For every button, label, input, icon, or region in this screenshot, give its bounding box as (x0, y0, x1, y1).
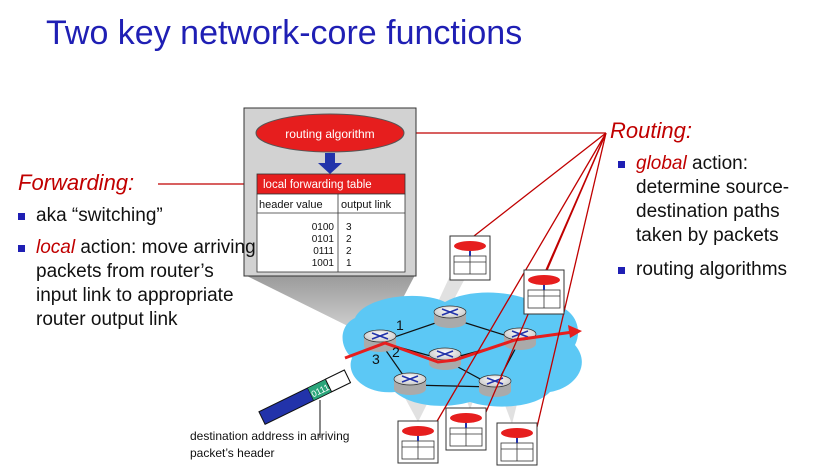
table-cell-link: 2 (346, 246, 352, 257)
packet-caption: destination address in arriving packet’s… (190, 428, 349, 462)
table-cell-link: 2 (346, 234, 352, 245)
caption-line: destination address in arriving (190, 429, 350, 443)
forwarding-bullets: aka “switching” local action: move arriv… (18, 204, 258, 332)
forwarding-table-title: local forwarding table (263, 179, 372, 191)
bullet-emphasis: local (36, 237, 76, 258)
mini-router-box (449, 235, 491, 281)
mini-router-box (496, 422, 538, 466)
table-cell-header: 0101 (312, 234, 335, 245)
routing-algorithm-oval (255, 113, 405, 153)
page-title: Two key network-core functions (46, 14, 523, 52)
down-arrow-head (318, 163, 342, 174)
link-label: 1 (396, 317, 404, 333)
table-cell-header: 0111 (313, 246, 334, 257)
router (433, 305, 467, 328)
list-item: global action: determine source-destinat… (618, 152, 830, 248)
table-cell-header: 1001 (312, 258, 335, 269)
table-cell-link: 3 (346, 222, 352, 233)
list-item: aka “switching” (18, 204, 258, 228)
bullet-text: aka “switching” (36, 205, 163, 226)
forwarding-heading: Forwarding: (18, 170, 135, 195)
bullet-text: action: determine source-destination pat… (636, 153, 790, 246)
bullet-square-icon (18, 245, 25, 252)
router (393, 372, 427, 395)
mini-router-box (523, 269, 565, 315)
router (478, 374, 512, 397)
packet-path-arrow (344, 330, 574, 364)
table-cell-header: 0100 (312, 222, 335, 233)
mini-router-box (397, 420, 439, 464)
arriving-packet: 0111 (258, 369, 352, 425)
mini-router-box (445, 407, 487, 451)
table-column-header: header value (259, 199, 323, 211)
routing-heading: Routing: (610, 118, 692, 143)
routing-bullets: global action: determine source-destinat… (618, 152, 830, 282)
bullet-square-icon (618, 161, 625, 168)
caption-line: packet’s header (190, 446, 275, 460)
link-label: 2 (392, 344, 400, 360)
down-arrow-shaft (325, 153, 335, 164)
link-label: 3 (372, 351, 380, 367)
routing-algorithm-label: routing algorithm (285, 127, 374, 141)
list-item: routing algorithms (618, 258, 830, 282)
table-column-header: output link (341, 199, 392, 211)
bullet-text: action: move arriving packets from route… (36, 237, 256, 330)
bullet-square-icon (618, 267, 625, 274)
list-item: local action: move arriving packets from… (18, 236, 258, 332)
packet-path-arrowhead (568, 325, 582, 338)
forwarding-table: local forwarding table header value outp… (256, 173, 406, 273)
bullet-text: routing algorithms (636, 259, 788, 280)
bullet-emphasis: global (636, 153, 687, 174)
routing-section: Routing: global action: determine source… (610, 118, 830, 292)
forwarding-section: Forwarding: aka “switching” local action… (18, 170, 258, 340)
table-cell-link: 1 (346, 258, 352, 269)
bullet-square-icon (18, 213, 25, 220)
